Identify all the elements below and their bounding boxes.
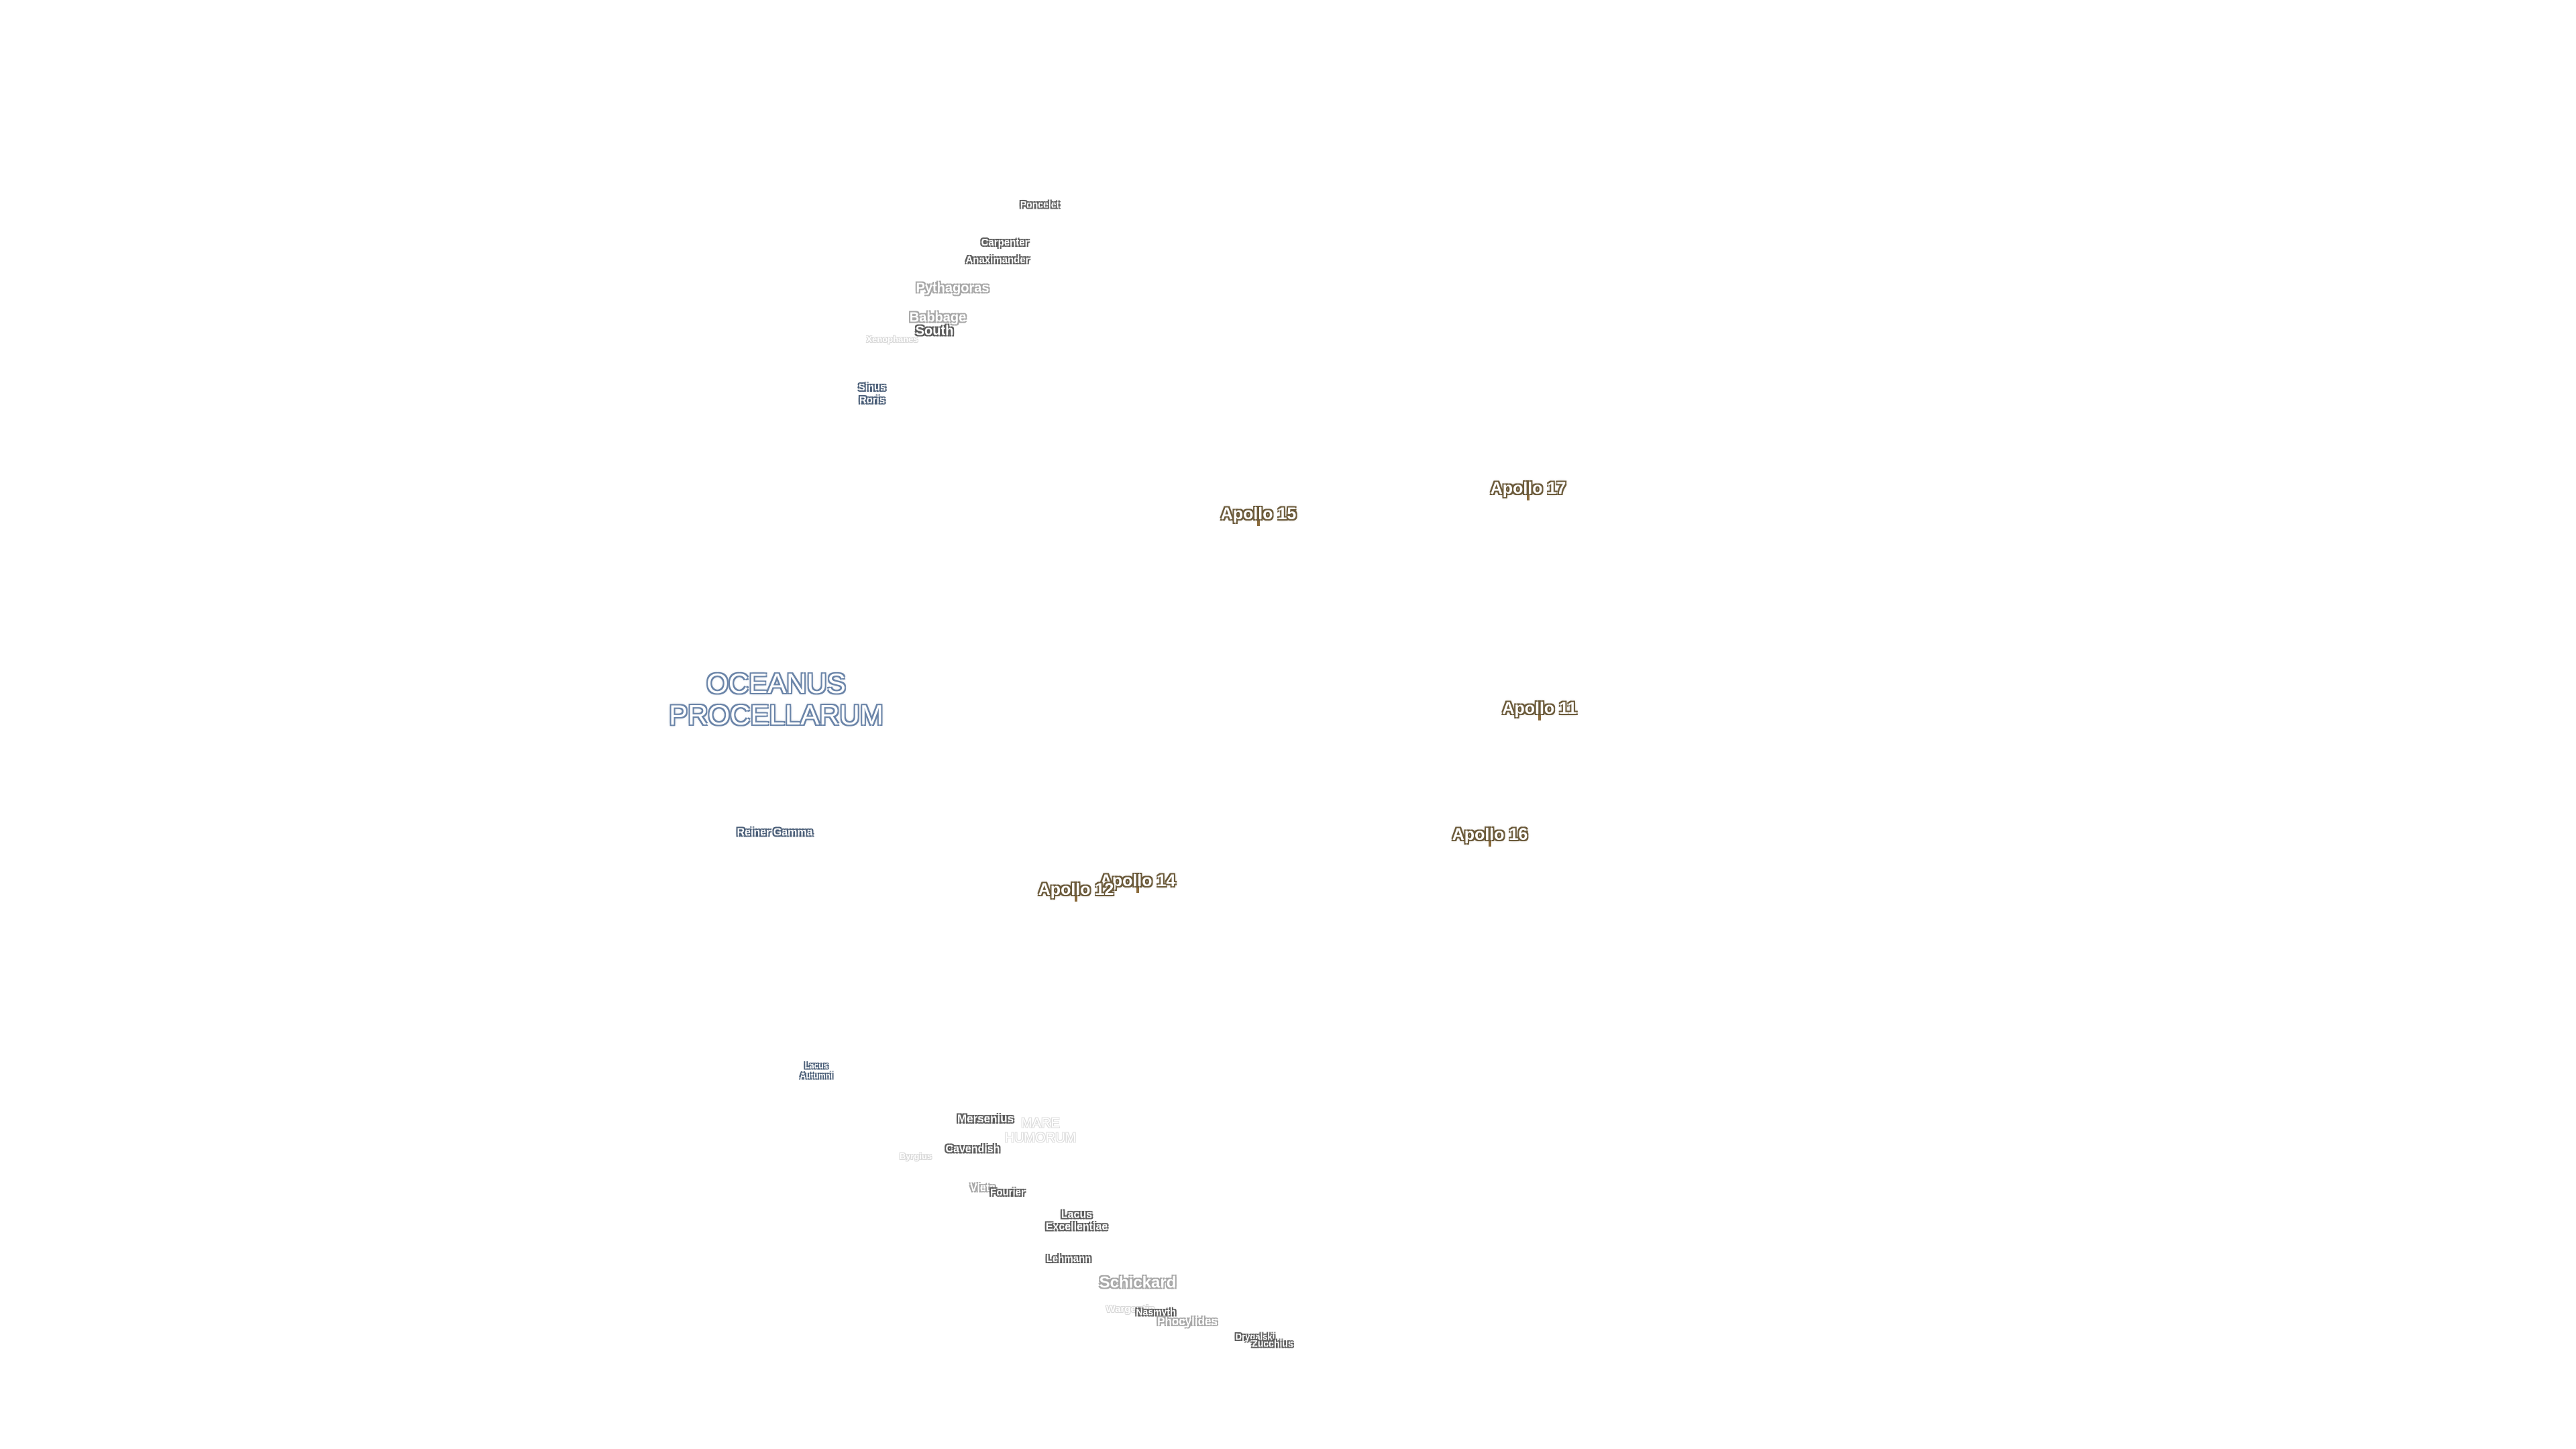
map-label-vieta: Vieta [970, 1182, 996, 1194]
map-label-nasmyth: Nasmyth [1136, 1306, 1176, 1318]
landing-site-marker[interactable] [1257, 517, 1260, 526]
map-label-lacus-autumni-1: Lacus [804, 1061, 828, 1071]
map-label-xenophanes: Xenophanes [866, 334, 918, 345]
map-label-sinus-roris-1: Sinus [858, 382, 886, 394]
map-label-lacus-excellentiae-1: Lacus [1061, 1209, 1093, 1221]
map-label-poncelet: Poncelet [1020, 199, 1060, 210]
map-label-pythagoras: Pythagoras [916, 280, 989, 296]
map-label-apollo-16[interactable]: Apollo 16 [1452, 824, 1528, 844]
map-label-apollo-17[interactable]: Apollo 17 [1490, 478, 1566, 498]
map-label-sinus-roris-2: Roris [859, 394, 885, 407]
map-label-apollo-12[interactable]: Apollo 12 [1038, 879, 1114, 899]
map-label-drygalski: Drygalski [1235, 1332, 1275, 1342]
map-label-south: South [915, 323, 954, 339]
landing-site-marker[interactable] [1489, 837, 1491, 847]
landing-site-marker[interactable] [1075, 892, 1077, 902]
map-label-babbage: Babbage [909, 310, 967, 325]
map-label-mare-humorum-2: HUMORUM [1004, 1130, 1077, 1146]
map-label-mare-humorum-1: MARE [1021, 1116, 1060, 1131]
landing-site-marker[interactable] [1538, 711, 1541, 720]
map-label-cavendish: Cavendish [945, 1143, 1000, 1155]
map-label-wargentin: Wargentin [1106, 1303, 1155, 1316]
landing-site-marker[interactable] [1136, 883, 1139, 893]
map-label-lacus-autumni-2: Autumni [800, 1071, 833, 1081]
map-label-anaximander: Anaximander [965, 254, 1030, 266]
map-label-apollo-11[interactable]: Apollo 11 [1502, 698, 1577, 718]
map-label-mersenius: Mersenius [957, 1112, 1014, 1126]
map-label-schickard: Schickard [1099, 1273, 1177, 1292]
map-label-byrgius: Byrgius [899, 1151, 932, 1162]
map-label-carpenter: Carpenter [981, 237, 1029, 249]
map-label-zucchius: Zucchius [1252, 1338, 1293, 1349]
map-label-apollo-15[interactable]: Apollo 15 [1220, 504, 1297, 523]
map-label-oceanus-1: OCEANUS [706, 667, 846, 699]
landing-site-marker[interactable] [1527, 491, 1529, 500]
map-label-fourier: Fourier [990, 1187, 1025, 1199]
map-label-lehmann: Lehmann [1046, 1253, 1091, 1265]
map-label-lacus-excellentiae-2: Excellentiae [1045, 1221, 1108, 1233]
map-label-reiner-gamma: Reiner Gamma [737, 826, 813, 839]
map-label-oceanus-2: PROCELLARUM [669, 698, 883, 731]
map-label-phocylides: Phocylides [1157, 1315, 1218, 1328]
map-label-apollo-14[interactable]: Apollo 14 [1099, 871, 1176, 890]
